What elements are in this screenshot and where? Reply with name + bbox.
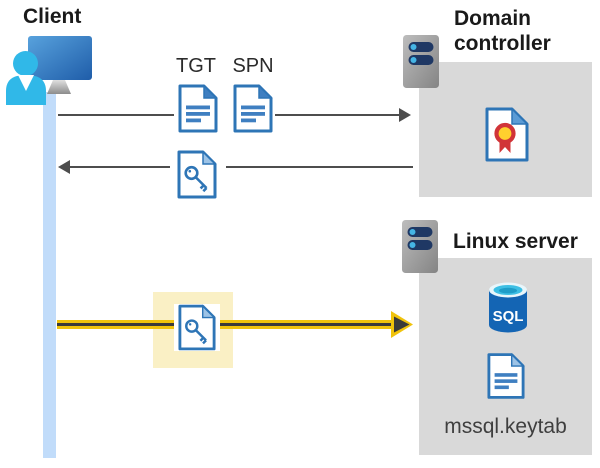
sql-database-icon: SQL bbox=[489, 282, 527, 333]
client-timeline-band bbox=[43, 92, 56, 458]
domain-controller-label-line2: controller bbox=[454, 32, 551, 55]
keytab-arrowhead-icon bbox=[391, 311, 413, 338]
key-document-icon bbox=[177, 150, 217, 199]
spn-document-icon bbox=[233, 84, 273, 133]
tgt-label: TGT bbox=[176, 55, 216, 77]
spn-label: SPN bbox=[232, 55, 274, 77]
client-label: Client bbox=[23, 5, 82, 28]
response-arrowhead-icon bbox=[58, 160, 70, 174]
client-user-monitor-icon bbox=[6, 36, 92, 105]
keytab-key-document-icon bbox=[178, 304, 216, 351]
linux-server-icon bbox=[402, 220, 438, 273]
certificate-icon bbox=[485, 107, 529, 162]
request-arrowhead-icon bbox=[399, 108, 411, 122]
keytab-document-icon bbox=[487, 352, 525, 399]
domain-controller-server-icon bbox=[403, 35, 439, 88]
linux-server-label: Linux server bbox=[453, 230, 578, 253]
response-arrow-line bbox=[66, 166, 413, 168]
sql-badge-text: SQL bbox=[493, 308, 524, 325]
tgt-document-icon bbox=[178, 84, 218, 133]
keytab-filename-label: mssql.keytab bbox=[444, 415, 567, 438]
keytab-arrow-core-line bbox=[57, 323, 392, 326]
domain-controller-label-line1: Domain bbox=[454, 7, 532, 30]
